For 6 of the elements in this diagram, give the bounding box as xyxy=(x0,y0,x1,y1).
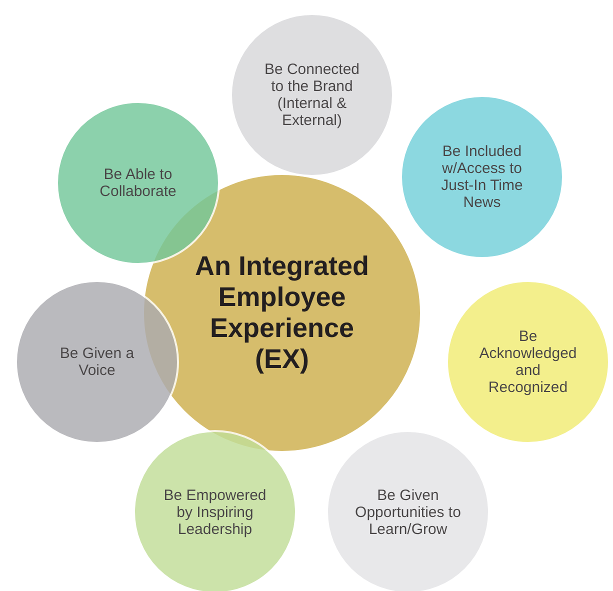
outer-circle: Be Included w/Access to Just-In Time News xyxy=(400,95,564,259)
outer-circle: Be Given a Voice xyxy=(15,280,179,444)
outer-circle: Be Given Opportunities to Learn/Grow xyxy=(326,430,490,591)
outer-circle: Be Acknowledged and Recognized xyxy=(446,280,610,444)
outer-circle: Be Empowered by Inspiring Leadership xyxy=(133,430,297,591)
outer-circle: Be Connected to the Brand (Internal & External) xyxy=(230,13,394,177)
